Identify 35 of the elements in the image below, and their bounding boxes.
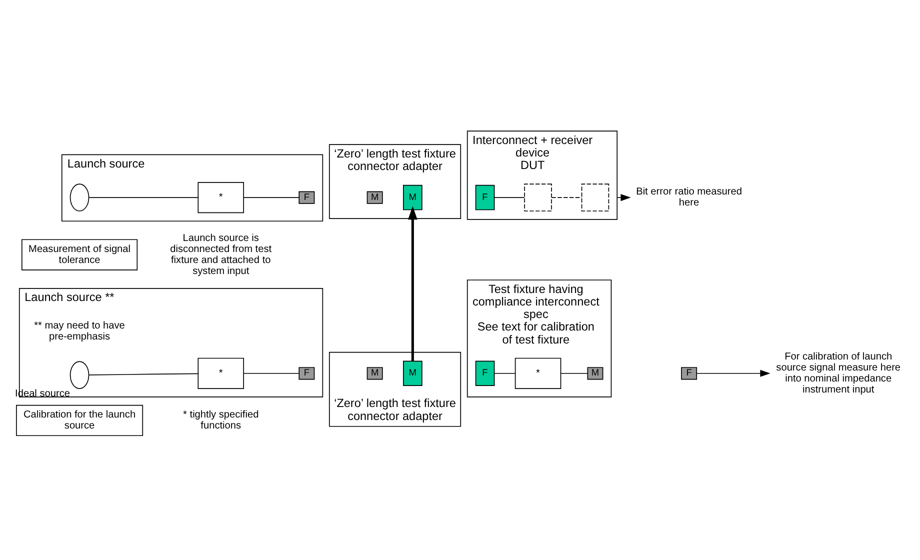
node-box: F bbox=[475, 360, 495, 386]
node-box: M bbox=[366, 367, 383, 380]
connector bbox=[243, 372, 300, 374]
node-box bbox=[524, 184, 552, 212]
connector bbox=[560, 372, 588, 374]
node-label: ** may need to have pre-emphasis bbox=[34, 320, 125, 342]
node-text: For calibration of launch source signal measure here into nominal impedance instrument input bbox=[776, 352, 901, 396]
node-box bbox=[581, 184, 610, 212]
connector bbox=[551, 197, 582, 198]
node-box: * bbox=[198, 182, 244, 214]
arrow bbox=[616, 194, 631, 202]
label: * tightly specified functions bbox=[183, 410, 259, 432]
node-box: Calibration for the launch source bbox=[16, 404, 144, 436]
connector bbox=[88, 373, 198, 376]
arrow bbox=[408, 206, 418, 362]
node-box: F bbox=[298, 191, 315, 204]
arrow bbox=[696, 370, 770, 377]
node-box: M bbox=[403, 184, 422, 210]
node-circle bbox=[70, 361, 90, 389]
node-box: M bbox=[587, 367, 604, 380]
node-circle bbox=[70, 184, 90, 212]
node-box: F bbox=[475, 184, 495, 210]
connector bbox=[494, 197, 525, 198]
connector bbox=[494, 372, 516, 374]
node-box: F bbox=[681, 367, 698, 380]
node-box: F bbox=[298, 367, 315, 380]
label: Launch source is disconnected from test fixture and attached to system input bbox=[170, 232, 272, 277]
connector bbox=[88, 197, 198, 198]
connector bbox=[243, 197, 300, 198]
node-box: M bbox=[403, 360, 422, 386]
node-box: * bbox=[198, 358, 244, 389]
node-box: * bbox=[514, 358, 562, 389]
node-box: Measurement of signal tolerance bbox=[22, 239, 138, 270]
node-text: Bit error ratio measured here bbox=[636, 186, 742, 209]
node-box: M bbox=[366, 191, 383, 204]
